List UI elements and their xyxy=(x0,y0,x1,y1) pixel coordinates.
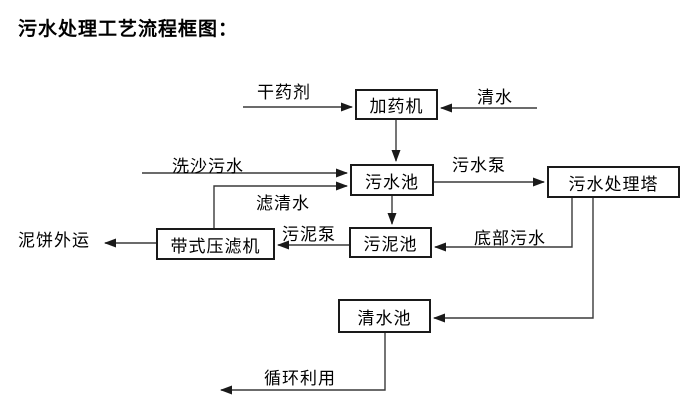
flow-label-clear-water: 清水 xyxy=(477,88,513,108)
arrow-filtered-water-to-sewage-pool xyxy=(213,181,348,228)
arrow-clear-water-pool-to-recycling xyxy=(220,333,386,395)
flow-label-mud-cake-out: 泥饼外运 xyxy=(18,231,90,251)
node-sludge-pool: 污泥池 xyxy=(349,227,432,258)
flow-label-filtered-water: 滤清水 xyxy=(256,194,310,214)
flow-label-sludge-pump: 污泥泵 xyxy=(282,225,336,245)
arrow-bottom-sewage-to-sludge-pool xyxy=(434,198,573,252)
flow-label-sand-washing-sewage: 洗沙污水 xyxy=(172,157,244,177)
flow-label-recycling: 循环利用 xyxy=(264,369,336,389)
node-sewage-treatment-tower: 污水处理塔 xyxy=(547,166,680,198)
flow-label-bottom-sewage: 底部污水 xyxy=(474,229,546,249)
flow-label-dry-agent: 干药剂 xyxy=(257,83,311,103)
flow-label-sewage-pump: 污水泵 xyxy=(452,156,506,176)
arrow-tower-to-clear-water-pool xyxy=(433,198,594,323)
node-belt-filter-press: 带式压滤机 xyxy=(156,228,275,260)
node-clear-water-pool: 清水池 xyxy=(338,299,431,333)
node-dosing-machine: 加药机 xyxy=(355,89,438,120)
node-sewage-pool: 污水池 xyxy=(350,164,434,196)
page-title: 污水处理工艺流程框图： xyxy=(18,18,239,40)
